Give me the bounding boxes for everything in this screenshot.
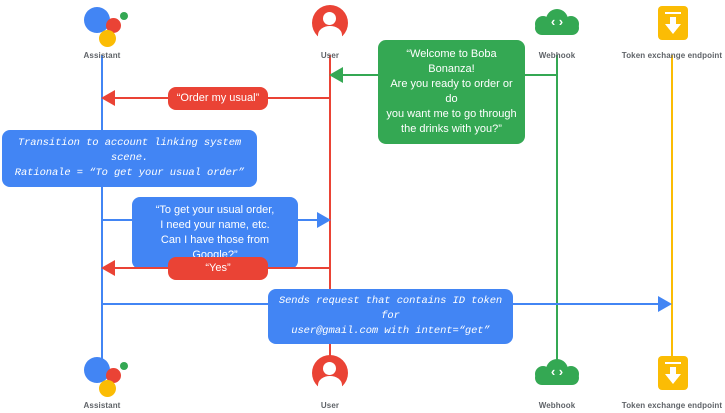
cloud-code-icon: ‹› bbox=[497, 353, 617, 397]
token-arrow-shaft bbox=[670, 367, 676, 376]
user-body-shape bbox=[318, 376, 342, 394]
actor-token-bottom: Token exchange endpoint bbox=[612, 353, 725, 411]
actor-token-top: Token exchange endpoint bbox=[612, 3, 725, 61]
actor-webhook-top: ‹› Webhook bbox=[497, 3, 617, 61]
actor-user-top: User bbox=[270, 3, 390, 61]
actor-label-token: Token exchange endpoint bbox=[621, 51, 723, 60]
assistant-green-dot-icon bbox=[120, 362, 128, 370]
download-box-icon bbox=[612, 3, 725, 47]
bubble-line: the drinks with you?” bbox=[401, 123, 502, 135]
actor-label-token: Token exchange endpoint bbox=[621, 401, 723, 410]
bubble-line: Are you ready to order or do bbox=[390, 78, 513, 105]
download-box-icon bbox=[612, 353, 725, 397]
lifeline-webhook bbox=[556, 55, 558, 360]
google-assistant-icon bbox=[42, 353, 162, 397]
user-head-shape bbox=[323, 12, 336, 25]
assistant-green-dot-icon bbox=[120, 12, 128, 20]
google-assistant-icon bbox=[42, 3, 162, 47]
actor-label-user: User bbox=[320, 51, 340, 60]
actor-label-webhook: Webhook bbox=[538, 51, 576, 60]
lifeline-user bbox=[329, 55, 331, 360]
actor-label-webhook: Webhook bbox=[538, 401, 576, 410]
token-arrow-shaft bbox=[670, 17, 676, 26]
actor-assistant-bottom: Assistant bbox=[42, 353, 162, 411]
arrow-head-yes bbox=[101, 260, 115, 276]
arrow-head-token-request bbox=[658, 296, 672, 312]
actor-label-assistant: Assistant bbox=[83, 401, 121, 410]
cloud-shape: ‹› bbox=[535, 359, 579, 385]
cloud-base bbox=[535, 371, 579, 385]
bubble-line: user@gmail.com with intent=“get” bbox=[291, 325, 490, 337]
cloud-base bbox=[535, 21, 579, 35]
message-bubble-token-request: Sends request that contains ID token for… bbox=[268, 289, 513, 344]
user-avatar-icon bbox=[270, 3, 390, 47]
arrow-head-welcome bbox=[329, 67, 343, 83]
cloud-code-icon: ‹› bbox=[497, 3, 617, 47]
message-bubble-yes: “Yes” bbox=[168, 257, 268, 280]
assistant-yellow-dot-icon bbox=[99, 380, 116, 397]
assistant-blue-dot-icon bbox=[84, 7, 110, 33]
bubble-line: “Order my usual” bbox=[176, 92, 260, 104]
bubble-line: “Welcome to Boba Bonanza! bbox=[406, 48, 497, 75]
code-brackets-icon: ‹› bbox=[549, 15, 565, 30]
bubble-line: “Yes” bbox=[205, 262, 231, 274]
bubble-line: I need your name, etc. bbox=[160, 219, 270, 231]
token-top-line bbox=[665, 12, 681, 14]
user-avatar-icon bbox=[270, 353, 390, 397]
note-line: Transition to account linking system sce… bbox=[17, 137, 242, 164]
token-top-line bbox=[665, 362, 681, 364]
code-brackets-icon: ‹› bbox=[549, 365, 565, 380]
lifeline-assistant bbox=[101, 55, 103, 360]
actor-assistant-top: Assistant bbox=[42, 3, 162, 61]
assistant-blue-dot-icon bbox=[84, 357, 110, 383]
token-arrow-head bbox=[665, 374, 681, 384]
bubble-line: you want me to go through bbox=[386, 108, 517, 120]
actor-label-assistant: Assistant bbox=[83, 51, 121, 60]
assistant-yellow-dot-icon bbox=[99, 30, 116, 47]
message-bubble-welcome: “Welcome to Boba Bonanza! Are you ready … bbox=[378, 40, 525, 144]
actor-user-bottom: User bbox=[270, 353, 390, 411]
message-bubble-order-my-usual: “Order my usual” bbox=[168, 87, 268, 110]
assistant-red-dot-icon bbox=[106, 368, 121, 383]
message-note-transition: Transition to account linking system sce… bbox=[2, 130, 257, 187]
actor-webhook-bottom: ‹› Webhook bbox=[497, 353, 617, 411]
arrow-head-order-my-usual bbox=[101, 90, 115, 106]
note-line: Rationale = “To get your usual order” bbox=[14, 167, 245, 179]
bubble-line: “To get your usual order, bbox=[155, 204, 275, 216]
arrow-head-consent-request bbox=[317, 212, 331, 228]
assistant-red-dot-icon bbox=[106, 18, 121, 33]
bubble-line: Sends request that contains ID token for bbox=[278, 295, 503, 322]
token-arrow-head bbox=[665, 24, 681, 34]
user-body-shape bbox=[318, 26, 342, 44]
actor-label-user: User bbox=[320, 401, 340, 410]
lifeline-token bbox=[671, 55, 673, 360]
user-head-shape bbox=[323, 362, 336, 375]
cloud-shape: ‹› bbox=[535, 9, 579, 35]
